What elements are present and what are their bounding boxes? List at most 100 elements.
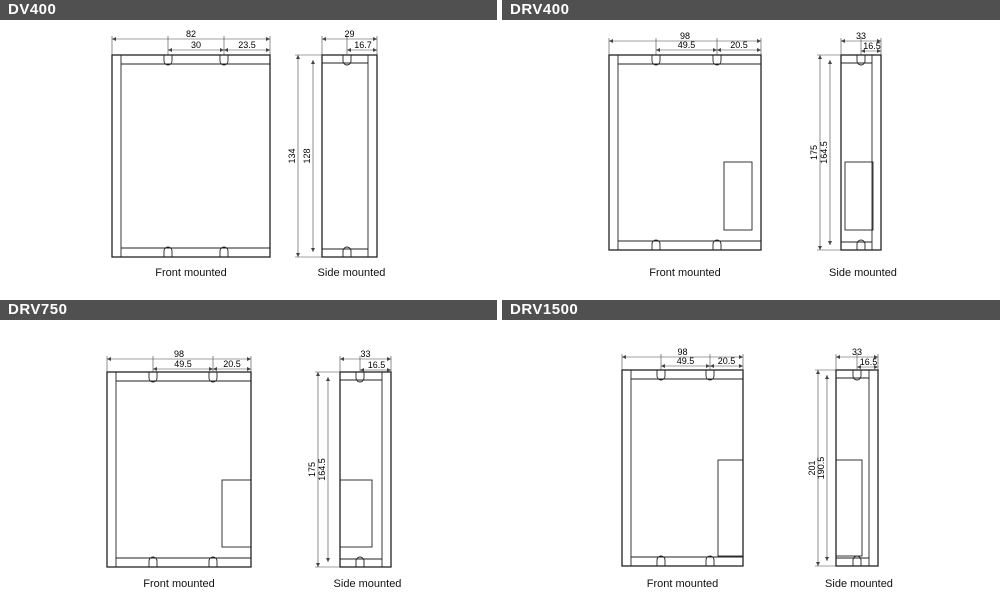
depth-dimension <box>841 39 881 43</box>
slot-offset-dimension <box>213 367 251 371</box>
overall-height-label: 175 <box>809 145 819 160</box>
depth-offset-dimension <box>857 365 878 369</box>
slot-spacing-label: 49.5 <box>678 40 696 50</box>
mount-slot-bottom <box>705 555 715 566</box>
overall-height-dimension <box>816 370 820 566</box>
overall-height-dimension <box>316 372 320 567</box>
overall-height-label: 134 <box>287 148 297 163</box>
slot-offset-label: 20.5 <box>718 356 736 366</box>
slot-spacing-label: 49.5 <box>677 356 695 366</box>
depth-label: 33 <box>852 347 862 357</box>
overall-width-dimension <box>622 355 743 359</box>
mount-slot-top <box>148 372 158 383</box>
slot-spacing-dimension <box>656 48 717 52</box>
inner-height-label: 128 <box>302 148 312 163</box>
mount-slot-bottom <box>656 555 666 566</box>
slot-offset-dimension <box>717 48 761 52</box>
slot-offset-dimension <box>710 364 743 368</box>
mount-slot-top <box>651 55 661 66</box>
model-title-header: DRV750 <box>0 300 497 320</box>
side-mount-slot-bottom <box>355 556 365 567</box>
side-mount-slot-top <box>856 55 866 66</box>
model-title-header: DRV1500 <box>502 300 1000 320</box>
depth-dimension <box>836 355 878 359</box>
mount-slot-bottom <box>208 556 218 567</box>
slot-spacing-dimension <box>661 364 710 368</box>
side-mount-slot-bottom <box>856 239 866 250</box>
side-mount-slot-top <box>355 372 365 383</box>
depth-offset-label: 16.5 <box>863 41 881 51</box>
mount-slot-top <box>219 55 229 66</box>
mount-slot-bottom <box>651 239 661 250</box>
inner-height-dimension <box>311 60 315 252</box>
terminal-block <box>717 459 744 557</box>
depth-offset-dimension <box>861 49 881 53</box>
overall-width-label: 98 <box>677 347 687 357</box>
terminal-block <box>221 479 252 548</box>
side-body-outline <box>840 54 882 251</box>
mount-slot-top <box>705 370 715 381</box>
overall-height-dimension <box>296 55 300 257</box>
depth-offset-dimension <box>347 48 377 52</box>
slot-spacing-label: 30 <box>191 40 201 50</box>
side-body-outline <box>835 369 879 567</box>
overall-height-label: 201 <box>807 460 817 475</box>
front-body-outline <box>106 371 252 568</box>
overall-width-label: 98 <box>174 349 184 359</box>
front-mounted-caption: Front mounted <box>649 267 721 279</box>
overall-width-dimension <box>112 37 270 41</box>
mount-slot-top <box>208 372 218 383</box>
inner-height-dimension <box>326 377 330 562</box>
depth-dimension <box>340 357 391 361</box>
front-body-outline <box>621 369 744 567</box>
depth-offset-label: 16.5 <box>368 360 386 370</box>
overall-width-label: 98 <box>680 31 690 41</box>
overall-height-label: 175 <box>307 462 317 477</box>
model-title-header: DV400 <box>0 0 497 20</box>
mount-slot-bottom <box>148 556 158 567</box>
side-mount-slot-top <box>342 55 352 66</box>
side-mounted-caption: Side mounted <box>825 578 893 590</box>
depth-label: 33 <box>856 31 866 41</box>
side-mounted-caption: Side mounted <box>334 578 402 590</box>
slot-offset-label: 20.5 <box>223 359 241 369</box>
side-mounted-caption: Side mounted <box>829 267 897 279</box>
side-mounted-caption: Side mounted <box>318 267 386 279</box>
mount-slot-bottom <box>712 239 722 250</box>
overall-height-dimension <box>818 55 822 250</box>
terminal-block <box>723 161 753 231</box>
slot-offset-label: 23.5 <box>238 40 256 50</box>
front-mounted-caption: Front mounted <box>143 578 215 590</box>
slot-offset-label: 20.5 <box>730 40 748 50</box>
slot-spacing-dimension <box>153 367 213 371</box>
inner-height-dimension <box>828 60 832 245</box>
front-mounted-caption: Front mounted <box>155 267 227 279</box>
side-terminal-block <box>844 161 874 231</box>
inner-height-label: 164.5 <box>819 141 829 164</box>
depth-dimension <box>322 37 377 41</box>
slot-spacing-label: 49.5 <box>174 359 192 369</box>
inner-height-label: 164.5 <box>317 458 327 481</box>
mount-slot-top <box>712 55 722 66</box>
mount-slot-bottom <box>163 246 173 257</box>
inner-height-label: 190.5 <box>816 457 826 480</box>
depth-offset-dimension <box>360 368 391 372</box>
front-mounted-caption: Front mounted <box>647 578 719 590</box>
front-body-outline <box>608 54 762 251</box>
mount-slot-bottom <box>219 246 229 257</box>
overall-width-dimension <box>609 39 761 43</box>
depth-offset-label: 16.7 <box>354 40 372 50</box>
depth-offset-label: 16.5 <box>860 357 878 367</box>
